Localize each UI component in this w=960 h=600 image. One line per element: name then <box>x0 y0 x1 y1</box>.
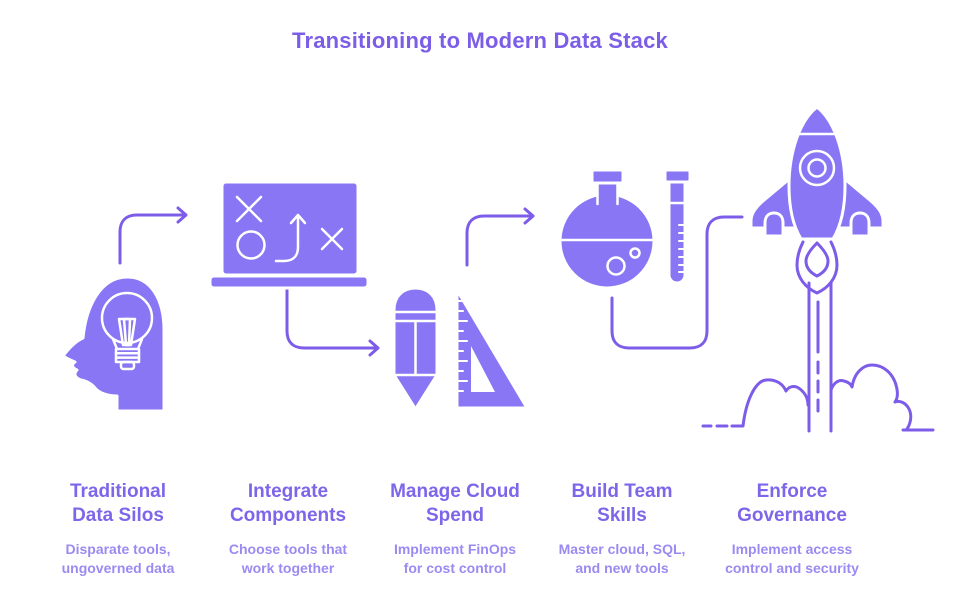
strategy-board-icon <box>208 180 370 290</box>
arrow-1 <box>118 213 187 265</box>
clouds-decoration <box>701 363 935 432</box>
stage-3-heading: Manage Cloud Spend <box>390 481 520 526</box>
play-arrow-icon <box>274 215 300 263</box>
pencil-icon <box>392 286 439 411</box>
arrow-2-head <box>368 339 380 357</box>
test-tube-icon <box>663 168 692 285</box>
stage-4-label: Build Team Skills Master cloud, SQL, and… <box>517 480 727 578</box>
page-title: Transitioning to Modern Data Stack <box>292 28 668 53</box>
cloud-right <box>829 363 913 431</box>
x-mark-icon <box>235 195 263 223</box>
speed-lines <box>768 239 865 258</box>
x-mark-icon <box>320 227 344 251</box>
rocket-window <box>798 149 836 187</box>
bubble-icon <box>629 247 641 259</box>
stage-2-heading: Integrate Components <box>229 481 347 526</box>
rocket-strut-left <box>763 211 785 238</box>
stage-3-label: Manage Cloud Spend Implement FinOps for … <box>350 480 560 578</box>
head-lightbulb-icon <box>61 275 166 413</box>
arrow-3 <box>465 214 534 267</box>
rocket-icon <box>749 105 885 433</box>
stage-4-subheading: Master cloud, SQL, and new tools <box>558 541 686 576</box>
circle-mark-icon <box>236 230 266 260</box>
flow-arrows <box>118 206 744 357</box>
exhaust-trail <box>807 281 833 433</box>
stage-5-label: Enforce Governance Implement access cont… <box>687 480 897 578</box>
connector-4 <box>610 215 744 350</box>
arrow-2 <box>285 287 379 350</box>
stage-3-subheading: Implement FinOps for cost control <box>393 541 517 576</box>
stage-1-subheading: Disparate tools, ungoverned data <box>61 541 175 576</box>
rocket-strut-right <box>849 211 871 238</box>
stage-1-heading: Traditional Data Silos <box>69 481 167 526</box>
stage-4-heading: Build Team Skills <box>571 481 673 526</box>
stage-5-heading: Enforce Governance <box>737 481 847 526</box>
stage-2-label: Integrate Components Choose tools that w… <box>183 480 393 578</box>
rocket-body <box>787 105 847 241</box>
stage-1-label: Traditional Data Silos Disparate tools, … <box>13 480 223 578</box>
stage-2-subheading: Choose tools that work together <box>228 541 348 576</box>
cloud-left <box>730 378 810 428</box>
stage-5-subheading: Implement access control and security <box>725 541 859 576</box>
arrow-1-head <box>176 206 188 224</box>
flame-outer <box>795 240 839 295</box>
flask-icon <box>558 168 656 290</box>
arrow-3-head <box>523 207 535 225</box>
flame-inner <box>804 241 830 278</box>
bubble-icon <box>606 256 626 276</box>
triangle-ruler-icon <box>455 288 529 410</box>
